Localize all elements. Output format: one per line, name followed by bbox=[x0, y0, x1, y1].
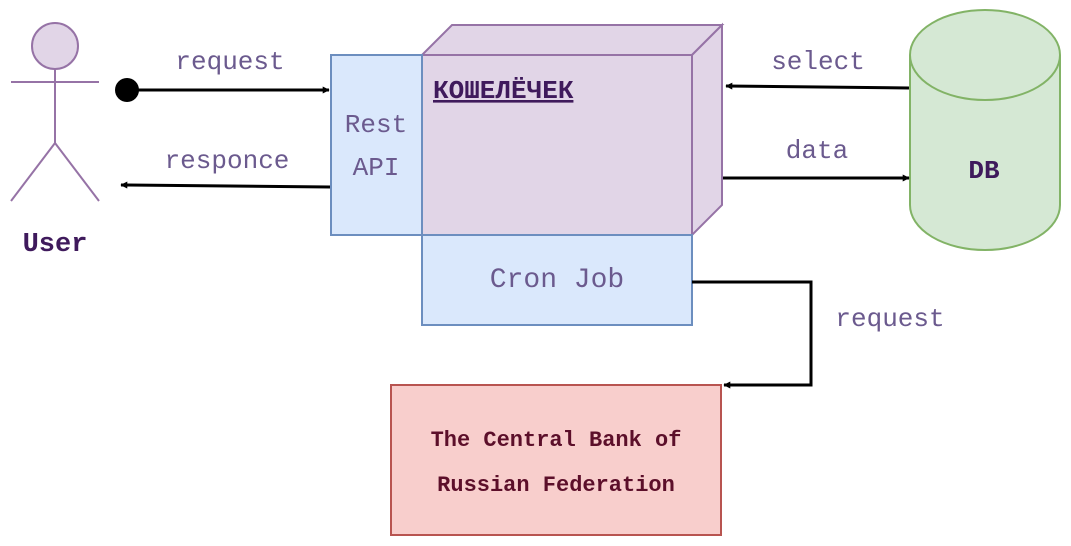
db-cylinder: DB bbox=[909, 9, 1061, 251]
central-bank-label-line2: Russian Federation bbox=[437, 473, 675, 498]
edge-db-select-label: select bbox=[771, 47, 865, 77]
central-bank-box bbox=[390, 384, 722, 536]
actor-head bbox=[31, 22, 79, 70]
central-bank-component: The Central Bank of Russian Federation bbox=[390, 384, 722, 536]
edge-db-select-line bbox=[725, 82, 910, 90]
cron-job-component: Cron Job bbox=[421, 234, 693, 326]
edge-user-request: request bbox=[115, 47, 330, 102]
app-node-top bbox=[419, 24, 725, 56]
central-bank-label-line1: The Central Bank of bbox=[431, 428, 682, 453]
user-actor: User bbox=[10, 22, 100, 260]
rest-api-box bbox=[330, 54, 423, 236]
cron-job-label: Cron Job bbox=[490, 265, 624, 296]
edge-db-select: select bbox=[725, 47, 910, 90]
edge-user-response: responce bbox=[120, 146, 331, 189]
edge-cron-request: request bbox=[692, 280, 945, 389]
edge-db-data-label: data bbox=[786, 136, 848, 166]
app-node-side bbox=[691, 22, 723, 238]
rest-api-component: Rest API bbox=[330, 54, 423, 236]
db-top bbox=[909, 9, 1061, 101]
edge-user-response-line bbox=[120, 181, 331, 189]
actor-right-leg bbox=[54, 142, 100, 202]
db-label: DB bbox=[968, 156, 1000, 186]
edge-db-data: data bbox=[723, 136, 910, 182]
cron-job-box bbox=[421, 234, 693, 326]
db-body bbox=[909, 55, 1061, 251]
rest-api-label-line2: API bbox=[353, 153, 400, 183]
app-name: КОШЕЛЁЧЕК bbox=[433, 76, 574, 106]
rest-api-label-line1: Rest bbox=[345, 110, 407, 140]
app-node: КОШЕЛЁЧЕК bbox=[419, 22, 725, 238]
edge-cron-request-label: request bbox=[835, 304, 944, 334]
edge-user-response-label: responce bbox=[165, 146, 290, 176]
actor-left-leg bbox=[10, 142, 56, 202]
edge-user-request-label: request bbox=[175, 47, 284, 77]
actor-label: User bbox=[23, 230, 88, 260]
edge-cron-request-line bbox=[692, 280, 813, 389]
